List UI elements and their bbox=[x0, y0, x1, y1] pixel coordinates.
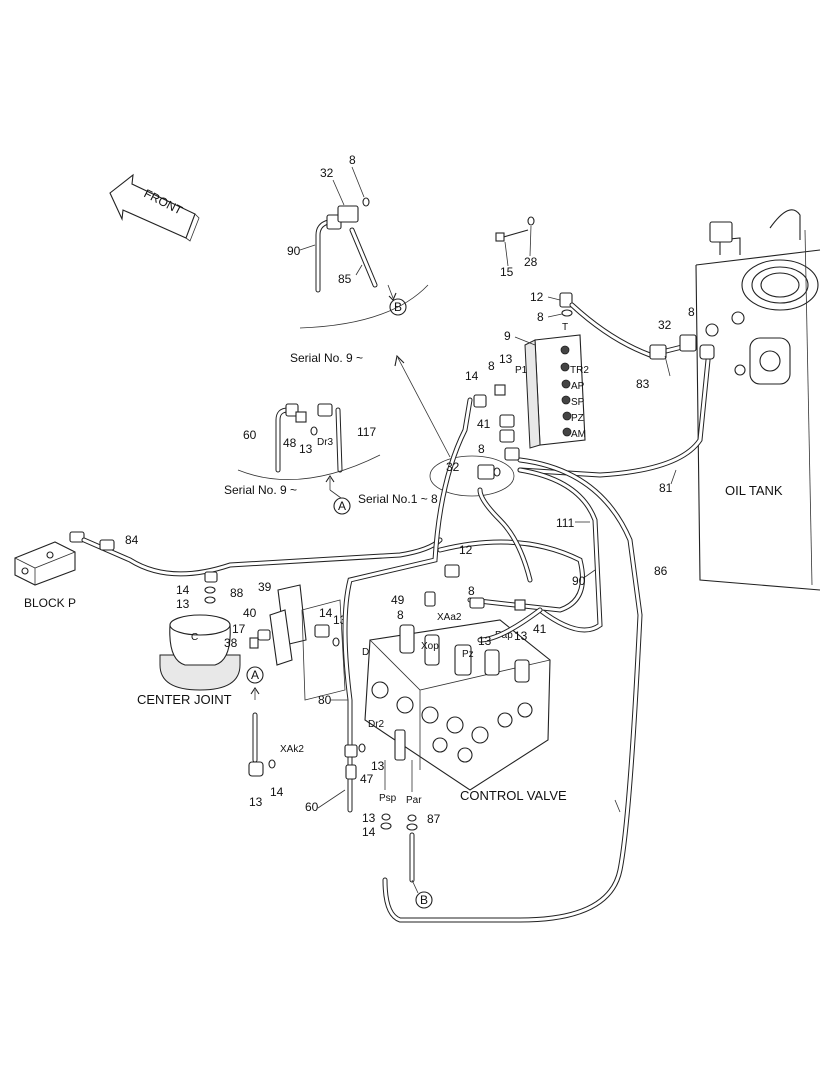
callout-14d: 14 bbox=[362, 825, 376, 839]
callout-8b: 8 bbox=[537, 310, 544, 324]
callout-32b: 32 bbox=[446, 460, 460, 474]
callout-83: 83 bbox=[636, 377, 650, 391]
control-valve-label: CONTROL VALVE bbox=[460, 788, 567, 803]
callout-14a: 14 bbox=[176, 583, 190, 597]
callout-90b: 90 bbox=[572, 574, 586, 588]
callout-9: 9 bbox=[504, 329, 511, 343]
callout-81: 81 bbox=[659, 481, 673, 495]
port-am: AM bbox=[571, 429, 586, 440]
front-arrow: FRONT bbox=[109, 173, 200, 242]
callout-13f: 13 bbox=[478, 634, 492, 648]
callout-12a: 12 bbox=[530, 290, 544, 304]
callout-90a: 90 bbox=[287, 244, 301, 258]
detail-mid: 60 48 13 Dr3 117 Serial No. 9 ~ bbox=[224, 403, 381, 497]
callout-13i: 13 bbox=[362, 811, 376, 825]
port-xop: Xop bbox=[421, 641, 439, 652]
leader-lines bbox=[317, 225, 677, 813]
callout-13a: 13 bbox=[299, 442, 313, 456]
callout-13j: 87 bbox=[427, 812, 441, 826]
callout-8a: 8 bbox=[349, 153, 356, 167]
serial-9-top: Serial No. 9 ~ bbox=[290, 351, 363, 365]
callout-41c: 41 bbox=[533, 622, 547, 636]
oil-tank-label: OIL TANK bbox=[725, 483, 783, 498]
callout-40: 40 bbox=[243, 606, 257, 620]
callout-32a: 32 bbox=[320, 166, 334, 180]
front-label: FRONT bbox=[142, 186, 186, 218]
callout-49: 49 bbox=[391, 593, 405, 607]
detail-top: B 8 32 90 85 Serial No. 9 ~ bbox=[287, 153, 429, 365]
callout-39: 39 bbox=[258, 580, 272, 594]
callout-86: 86 bbox=[654, 564, 668, 578]
callout-14b: 14 bbox=[319, 606, 333, 620]
center-joint-label: CENTER JOINT bbox=[137, 692, 232, 707]
callout-47: 47 bbox=[360, 772, 374, 786]
port-pz-cv: Pz bbox=[462, 649, 474, 660]
callout-48: 48 bbox=[283, 436, 297, 450]
callout-80: 80 bbox=[318, 693, 332, 707]
callout-13g: 13 bbox=[514, 629, 528, 643]
callout-14c: 14 bbox=[465, 369, 479, 383]
callout-13h: 13 bbox=[371, 759, 385, 773]
callout-13e: 13 bbox=[499, 352, 513, 366]
callout-84: 84 bbox=[125, 533, 139, 547]
port-tr2: TR2 bbox=[570, 365, 589, 376]
callout-8d: 8 bbox=[478, 442, 485, 456]
callout-8e: 8 bbox=[688, 305, 695, 319]
port-dr2: Dr2 bbox=[368, 719, 385, 730]
port-xaa2: XAa2 bbox=[437, 612, 462, 623]
port-xak2: XAk2 bbox=[280, 744, 304, 755]
control-valve: XAa2 Xop Pz Pap Dr2 CONTROL VALVE bbox=[364, 612, 567, 803]
callout-8g: 8 bbox=[397, 608, 404, 622]
block-p: BLOCK P bbox=[14, 531, 85, 610]
center-joint: C CENTER JOINT bbox=[137, 614, 241, 707]
callout-13d: 14 bbox=[270, 785, 284, 799]
port-ap: AP bbox=[571, 381, 585, 392]
callout-13b: 13 bbox=[176, 597, 190, 611]
callout-60b: 60 bbox=[305, 800, 319, 814]
callout-38: 38 bbox=[224, 636, 238, 650]
serial-9-mid: Serial No. 9 ~ bbox=[224, 483, 297, 497]
callout-32c: 32 bbox=[658, 318, 672, 332]
callout-12b: 12 bbox=[459, 543, 473, 557]
callout-88: 88 bbox=[230, 586, 244, 600]
port-p1: P1 bbox=[515, 365, 528, 376]
block-p-label: BLOCK P bbox=[24, 596, 76, 610]
port-c: C bbox=[191, 632, 198, 643]
callout-60a: 60 bbox=[243, 428, 257, 442]
ref-a-left: A bbox=[251, 668, 259, 682]
port-sp: SP bbox=[571, 397, 585, 408]
callout-85: 85 bbox=[338, 272, 352, 286]
callout-17: 17 bbox=[232, 622, 246, 636]
callout-111: 111 bbox=[556, 516, 575, 530]
port-dr3-mid: Dr3 bbox=[317, 437, 334, 448]
port-t: T bbox=[562, 322, 568, 333]
callout-41a: 41 bbox=[477, 417, 491, 431]
hoses-tank bbox=[517, 302, 715, 478]
callout-28: 28 bbox=[524, 255, 538, 269]
oil-tank: OIL TANK bbox=[695, 209, 821, 591]
callout-41b: 13 bbox=[249, 795, 263, 809]
callout-8f: 8 bbox=[468, 584, 475, 598]
ref-b-bottom: B bbox=[420, 893, 428, 907]
ref-a-mid: A bbox=[338, 499, 346, 513]
port-pz: PZ bbox=[571, 413, 584, 424]
callout-117: 117 bbox=[357, 425, 376, 439]
serial-1-8: Serial No.1 ~ 8 bbox=[358, 492, 438, 506]
port-psp: Psp bbox=[379, 793, 397, 804]
callout-8c: 8 bbox=[488, 359, 495, 373]
port-par: Par bbox=[406, 795, 422, 806]
callout-15: 15 bbox=[500, 265, 514, 279]
